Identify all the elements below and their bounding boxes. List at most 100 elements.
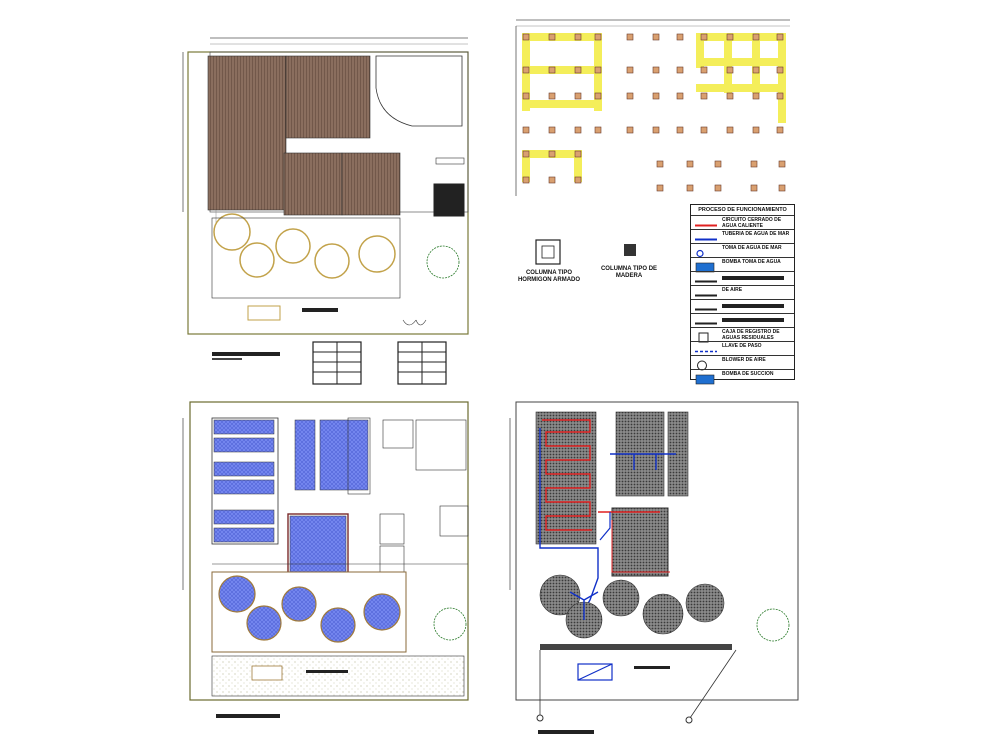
legend-item: TUBERIA DE AGUA DE MAR — [691, 229, 794, 244]
line-icon — [694, 288, 718, 299]
column-marker — [752, 92, 760, 100]
column-marker — [548, 33, 556, 41]
column-marker — [776, 33, 784, 41]
legend-item — [691, 299, 794, 314]
box-icon — [694, 330, 718, 343]
column-marker — [594, 92, 602, 100]
column-marker — [548, 150, 556, 158]
column-marker — [626, 126, 634, 134]
legend-item-label: BOMBA DE SUCCION — [722, 371, 774, 377]
column-marker — [778, 184, 786, 192]
column-marker — [700, 66, 708, 74]
legend-item: CAJA DE REGISTRO DE AGUAS RESIDUALES — [691, 327, 794, 343]
column-marker — [522, 92, 530, 100]
line-icon — [694, 302, 718, 313]
floor-plan — [182, 401, 469, 718]
column-detail-concrete — [535, 239, 561, 265]
roof-plan — [182, 37, 469, 385]
column-marker — [594, 126, 602, 134]
column-marker — [574, 33, 582, 41]
column-marker — [656, 160, 664, 168]
column-marker — [776, 92, 784, 100]
column-marker — [548, 126, 556, 134]
column-marker — [574, 92, 582, 100]
legend-redacted-bar — [722, 318, 784, 322]
line-icon — [694, 274, 718, 285]
column-plan — [515, 19, 790, 196]
concrete-column-caption: COLUMNA TIPO HORMIGON ARMADO — [500, 270, 598, 284]
column-marker — [726, 66, 734, 74]
column-marker — [656, 184, 664, 192]
legend-item: BOMBA DE SUCCION — [691, 369, 794, 385]
legend-item: CIRCUITO CERRADO DE AGUA CALIENTE — [691, 215, 794, 230]
column-marker — [726, 126, 734, 134]
column-marker — [750, 184, 758, 192]
column-marker — [778, 160, 786, 168]
column-marker — [750, 160, 758, 168]
legend-item: TOMA DE AGUA DE MAR — [691, 243, 794, 258]
legend-panel: PROCESO DE FUNCIONAMIENTO CIRCUITO CERRA… — [690, 204, 795, 385]
legend-item: BOMBA TOMA DE AGUA — [691, 257, 794, 273]
column-marker — [522, 176, 530, 184]
column-marker — [594, 33, 602, 41]
legend-redacted-bar — [722, 304, 784, 308]
red-line-icon — [694, 218, 718, 229]
legend-redacted-bar — [722, 276, 784, 280]
column-marker — [522, 126, 530, 134]
blue-line-icon — [694, 232, 718, 243]
circle-icon — [694, 246, 718, 258]
column-marker — [726, 33, 734, 41]
legend-item-label: LLAVE DE PASO — [722, 343, 762, 349]
column-marker — [676, 33, 684, 41]
legend-item-label: CAJA DE REGISTRO DE AGUAS RESIDUALES — [722, 329, 780, 341]
concrete-column-line1: COLUMNA TIPO — [525, 270, 573, 276]
valve-icon — [694, 344, 718, 355]
column-marker — [652, 66, 660, 74]
column-marker — [574, 150, 582, 158]
legend-title: PROCESO DE FUNCIONAMIENTO — [698, 207, 787, 213]
line-icon — [694, 316, 718, 327]
wood-column-line1: COLUMNA TIPO DE — [600, 266, 658, 272]
legend-item-label: CIRCUITO CERRADO DE AGUA CALIENTE — [722, 217, 782, 229]
column-marker — [752, 126, 760, 134]
legend-item-label: TOMA DE AGUA DE MAR — [722, 245, 782, 251]
legend-item — [691, 271, 794, 286]
column-marker — [574, 176, 582, 184]
column-marker — [522, 33, 530, 41]
column-marker — [676, 126, 684, 134]
column-marker — [626, 92, 634, 100]
column-marker — [652, 126, 660, 134]
column-marker — [626, 66, 634, 74]
concrete-column-line2: HORMIGON ARMADO — [517, 277, 581, 283]
legend-item-label: DE AIRE — [722, 287, 743, 293]
legend-item: LLAVE DE PASO — [691, 341, 794, 356]
column-marker — [700, 33, 708, 41]
blower-icon — [694, 358, 718, 371]
column-marker — [676, 92, 684, 100]
column-detail-wood — [624, 244, 636, 256]
column-marker — [548, 176, 556, 184]
column-marker — [652, 92, 660, 100]
column-marker — [714, 160, 722, 168]
installation-plan — [509, 401, 799, 734]
column-marker — [714, 184, 722, 192]
legend-item — [691, 313, 794, 328]
wood-column-line2: MADERA — [615, 273, 643, 279]
legend-item-label: BOMBA TOMA DE AGUA — [722, 259, 781, 265]
column-marker — [752, 66, 760, 74]
pump-icon — [694, 260, 718, 273]
column-marker — [686, 160, 694, 168]
column-marker — [776, 66, 784, 74]
column-marker — [548, 92, 556, 100]
column-marker — [726, 92, 734, 100]
column-marker — [652, 33, 660, 41]
column-marker — [776, 126, 784, 134]
legend-item: BLOWER DE AIRE — [691, 355, 794, 371]
wood-column-caption: COLUMNA TIPO DE MADERA — [584, 266, 674, 280]
column-marker — [676, 66, 684, 74]
column-marker — [594, 66, 602, 74]
column-marker — [686, 184, 694, 192]
column-marker — [752, 33, 760, 41]
column-marker — [700, 92, 708, 100]
